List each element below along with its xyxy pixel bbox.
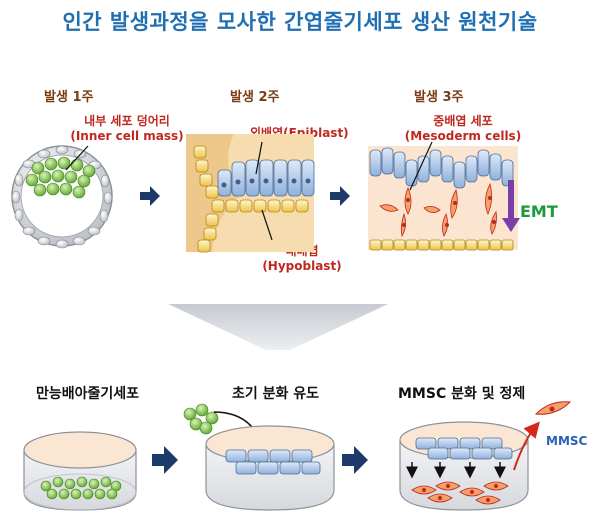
hypoblast-label-en: (Hypoblast) [262, 259, 342, 273]
mesoderm-label: 중배엽 세포 (Mesoderm cells) [398, 114, 528, 144]
inner-cell-mass-label: 내부 세포 덩어리 (Inner cell mass) [52, 114, 202, 144]
navy-arrow-1 [140, 186, 160, 206]
mesoderm-label-en: (Mesoderm cells) [404, 129, 522, 143]
step-1-label: 만능배아줄기세포 [36, 386, 140, 402]
stage-1-label: 발생 1주 [44, 90, 94, 105]
navy-arrow-2 [330, 186, 350, 206]
funnel-shape [168, 304, 388, 350]
stage-2-label: 발생 2주 [230, 90, 280, 105]
stage-3-label: 발생 3주 [414, 90, 464, 105]
emt-arrow [502, 180, 520, 232]
dish-1 [23, 431, 137, 511]
emt-label: EMT [520, 202, 558, 221]
navy-arrow-4 [342, 446, 368, 474]
blastocyst-illustration [11, 145, 113, 249]
step-2-label: 초기 분화 유도 [232, 386, 320, 402]
page-title: 인간 발생과정을 모사한 간엽줄기세포 생산 원천기술 [62, 10, 538, 34]
navy-arrow-3 [152, 446, 178, 474]
purification-arrow [513, 421, 540, 471]
bilaminar-disc-illustration [186, 134, 315, 253]
mmsc-product-label: MMSC [546, 434, 588, 448]
mmsc-cell [534, 401, 572, 415]
dish-2 [205, 425, 335, 511]
step-3-label: MMSC 분화 및 정제 [398, 386, 526, 402]
esc-cluster [183, 403, 219, 435]
dish-3 [399, 421, 529, 511]
inner-cell-mass-label-en: (Inner cell mass) [70, 129, 184, 143]
mesoderm-label-ko: 중배엽 세포 [433, 114, 493, 128]
inner-cell-mass-label-ko: 내부 세포 덩어리 [84, 114, 170, 128]
gastrulation-illustration [368, 141, 518, 251]
